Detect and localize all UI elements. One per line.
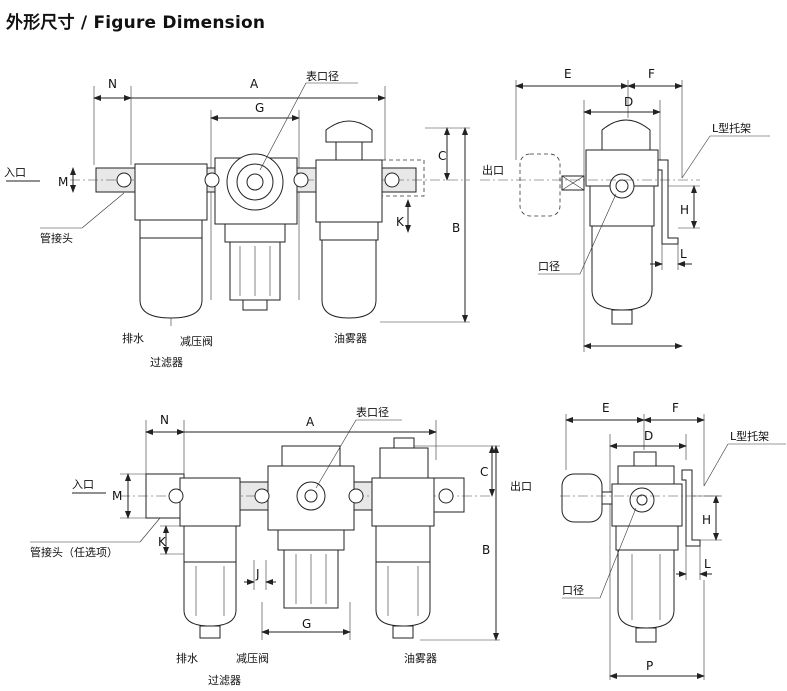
svg-text:表口径: 表口径 [356, 405, 389, 419]
svg-text:N: N [108, 77, 117, 91]
svg-text:D: D [624, 95, 633, 109]
dim-b-top: B [380, 127, 470, 323]
dim-c-top: C [425, 127, 470, 181]
outlet-label-top-side: 出口 [482, 163, 504, 177]
port-label-top-side: 口径 [538, 193, 617, 275]
bracket-label-bottom-side: L型托架 [703, 429, 786, 487]
dim-e-top-side: E [515, 67, 629, 89]
dim-c-bottom: C [414, 445, 500, 497]
svg-text:C: C [438, 149, 446, 163]
regulator-label-bottom: 减压阀 [236, 651, 269, 665]
svg-text:H: H [702, 513, 711, 527]
svg-text:A: A [250, 77, 259, 91]
svg-text:J: J [255, 567, 260, 581]
lubricator-label-top: 油雾器 [334, 331, 367, 345]
dim-n-bottom: N [145, 413, 185, 435]
dim-h-top-side: H [668, 185, 700, 229]
dim-a-bottom: A [146, 415, 437, 435]
svg-text:G: G [255, 101, 264, 115]
svg-text:G: G [302, 617, 311, 631]
svg-text:H: H [680, 203, 689, 217]
dim-k-bottom: K [158, 525, 184, 555]
svg-text:N: N [160, 413, 169, 427]
drain-label-bottom: 排水 [176, 651, 198, 665]
dim-p-bottom-side: P [609, 580, 705, 680]
svg-text:M: M [112, 489, 122, 503]
svg-text:出口: 出口 [510, 479, 532, 493]
page-title: 外形尺寸 / Figure Dimension [6, 13, 266, 33]
svg-text:口径: 口径 [538, 260, 560, 273]
drain-label-top: 排水 [122, 331, 144, 345]
filter-label-top: 过滤器 [150, 356, 183, 369]
svg-text:P: P [646, 659, 653, 673]
svg-text:入口: 入口 [72, 478, 94, 491]
svg-text:L: L [704, 557, 711, 571]
bottom-side-view: E F D L型托架 口径 [560, 401, 786, 680]
outlet-label-bottom: 出口 [510, 479, 532, 493]
fitting-label-top: 管接头 [40, 192, 125, 245]
svg-text:M: M [58, 175, 68, 189]
svg-text:管接头（任选项）: 管接头（任选项） [30, 545, 118, 559]
dim-k-top: K [396, 199, 411, 233]
svg-text:D: D [644, 429, 653, 443]
dim-b-bottom: B [420, 445, 500, 641]
top-side-view: E F D 出口 L型托架 [480, 67, 770, 352]
dim-j-bottom: J [244, 560, 276, 590]
svg-text:B: B [452, 221, 460, 235]
svg-text:B: B [482, 543, 490, 557]
dim-f-top-side: F [627, 67, 683, 89]
dim-g-bottom: G [261, 602, 351, 640]
svg-text:E: E [564, 67, 572, 81]
svg-text:口径: 口径 [562, 584, 584, 597]
gauge-port-label-bottom: 表口径 [315, 405, 402, 489]
dim-l-top-side: L [650, 244, 692, 270]
gauge-port-label-top: 表口径 [259, 69, 358, 171]
svg-text:F: F [648, 67, 655, 81]
svg-text:入口: 入口 [4, 166, 26, 179]
filter-label-bottom: 过滤器 [208, 674, 241, 687]
svg-text:L型托架: L型托架 [730, 429, 769, 443]
svg-text:K: K [396, 215, 405, 229]
inlet-label-top: 入口 [4, 166, 40, 182]
port-label-bottom-side: 口径 [562, 507, 637, 599]
bottom-assembly-view: N A [30, 405, 532, 687]
svg-text:E: E [602, 401, 610, 415]
top-assembly-view: N A G [4, 69, 470, 369]
dim-h-bottom-side: H [692, 495, 722, 541]
svg-text:A: A [306, 415, 315, 429]
lubricator-label-bottom: 油雾器 [404, 651, 437, 665]
inlet-label-bottom: 入口 [72, 478, 106, 494]
dim-l-bottom-side: L [676, 546, 712, 580]
svg-text:K: K [158, 535, 167, 549]
svg-text:表口径: 表口径 [306, 69, 339, 83]
regulator-label-top: 减压阀 [180, 334, 213, 348]
dim-n-top: N [93, 77, 132, 101]
dim-d-bottom-side: D [609, 429, 687, 449]
rail-screws-bottom [168, 488, 454, 504]
dim-m-top: M [58, 167, 76, 193]
svg-text:出口: 出口 [482, 163, 504, 177]
svg-text:管接头: 管接头 [40, 231, 73, 245]
bracket-label-top-side: L型托架 [681, 121, 770, 179]
dim-f-bottom-side: F [643, 401, 705, 423]
rail-screws-top [116, 172, 400, 188]
dim-a-top: A [94, 77, 386, 101]
svg-text:L: L [680, 247, 687, 261]
dim-e-bottom-side: E [565, 401, 645, 423]
svg-text:F: F [672, 401, 679, 415]
dim-d-top-side: D [583, 95, 661, 115]
fitting-optional-label-bottom: 管接头（任选项） [30, 517, 161, 559]
svg-text:L型托架: L型托架 [712, 121, 751, 135]
dim-m-bottom: M [112, 473, 146, 519]
dim-g-top: G [210, 101, 300, 121]
svg-text:C: C [480, 465, 488, 479]
